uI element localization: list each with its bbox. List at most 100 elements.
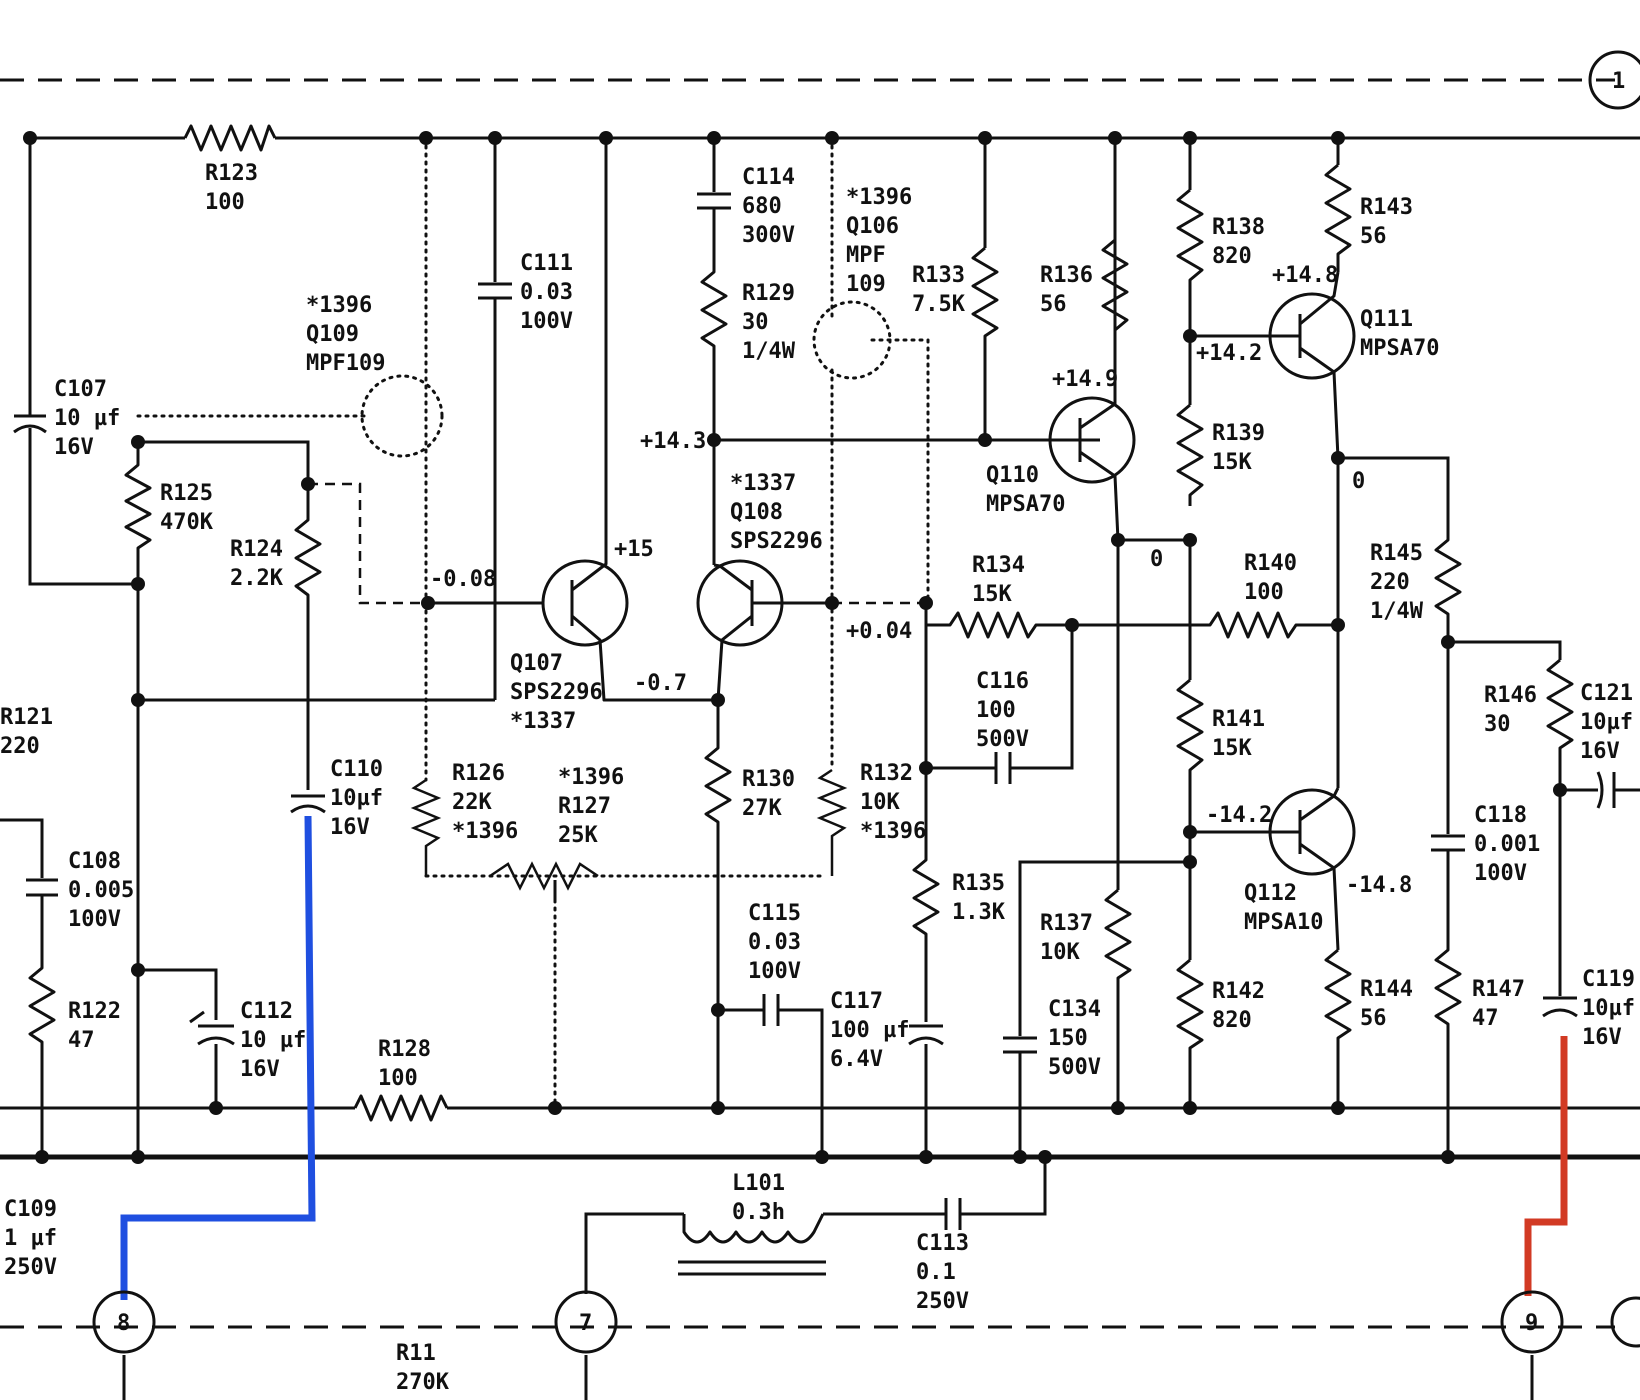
component-label-r137: R137 (1040, 911, 1093, 936)
transistor-q107 (541, 559, 629, 647)
component-label-c116: C116 (976, 669, 1029, 694)
voltage-label: +14.3 (640, 429, 706, 454)
component-label-r121: R121 (0, 705, 53, 730)
component-label-c111: 0.03 (520, 280, 573, 305)
resistor-r137 (1104, 888, 1132, 1108)
resistor-r129 (700, 208, 728, 440)
component-label-r123: 100 (205, 190, 245, 215)
resistor-r145 (1434, 530, 1462, 642)
component-label-c107: 16V (54, 435, 94, 460)
wire (960, 1157, 1047, 1216)
resistor-r144 (1324, 948, 1352, 1108)
component-label-c134: 500V (1048, 1055, 1101, 1080)
wire (1018, 860, 1190, 1036)
capacitor-c121 (1596, 771, 1640, 809)
resistor-r138 (1176, 188, 1204, 405)
transistor-q112 (1268, 788, 1356, 876)
wire-bias-dashed (308, 482, 428, 605)
component-label-c119: C119 (1582, 967, 1635, 992)
resistor-r140 (1072, 611, 1338, 639)
component-label-c111: C111 (520, 251, 573, 276)
voltage-label: 0 (1150, 547, 1163, 572)
component-label-c109: 1 µf (4, 1226, 57, 1251)
component-label-c114: 680 (742, 194, 782, 219)
resistor-r125 (124, 442, 152, 584)
component-label-r123: R123 (205, 161, 258, 186)
component-label-r140: R140 (1244, 551, 1297, 576)
component-label-q107: *1337 (510, 709, 576, 734)
component-label-q110: MPSA70 (986, 492, 1065, 517)
component-label-c112: 10 µf (240, 1028, 306, 1053)
component-label-c115: 0.03 (748, 930, 801, 955)
component-label-q107: SPS2296 (510, 680, 603, 705)
component-label-c115: C115 (748, 901, 801, 926)
resistor-r147 (1434, 850, 1462, 1157)
component-label-c110: 16V (330, 815, 370, 840)
component-label-r134: 15K (972, 582, 1012, 607)
component-label-c118: 100V (1474, 861, 1527, 886)
component-label-c117: C117 (830, 989, 883, 1014)
connector-9 (1500, 1290, 1564, 1354)
component-label-c114: C114 (742, 165, 795, 190)
potentiometer-r127 (489, 861, 599, 891)
component-label-c108: C108 (68, 849, 121, 874)
resistor-r139 (1176, 403, 1204, 506)
q112-collector (1299, 787, 1340, 822)
q110-emitter (1079, 450, 1120, 541)
component-label-c108: 100V (68, 907, 121, 932)
fet-q109 (360, 374, 444, 458)
wire (1010, 625, 1074, 770)
component-label-c115: 100V (748, 959, 801, 984)
connector-number: 1 (1612, 69, 1625, 94)
wire (1338, 456, 1450, 530)
component-label-c114: 300V (742, 223, 795, 248)
component-label-r145: R145 (1370, 541, 1423, 566)
component-label-r132: *1396 (860, 819, 926, 844)
component-label-r133: 7.5K (912, 292, 966, 317)
component-label-q112: Q112 (1244, 881, 1297, 906)
component-label-q106: Q106 (846, 214, 899, 239)
connector-8 (92, 1290, 156, 1354)
component-label-r136: R136 (1040, 263, 1093, 288)
component-label-r145: 220 (1370, 570, 1410, 595)
voltage-label: -14.8 (1346, 873, 1412, 898)
connector-7 (554, 1290, 618, 1354)
component-label-r134: R134 (972, 553, 1025, 578)
component-label-r122: R122 (68, 999, 121, 1024)
resistor-r141 (1176, 678, 1204, 960)
component-label-r137: 10K (1040, 940, 1080, 965)
component-label-c119: 16V (1582, 1025, 1622, 1050)
component-label-q106: *1396 (846, 185, 912, 210)
component-label-r127: R127 (558, 794, 611, 819)
inductor-l101 (682, 1213, 825, 1244)
component-label-c121: 10µf (1580, 710, 1633, 735)
junction-dots (23, 131, 1567, 1164)
resistor-r123 (183, 124, 277, 152)
resistor-r128 (353, 1094, 449, 1122)
wire (0, 818, 44, 878)
component-label-c134: C134 (1048, 997, 1101, 1022)
component-label-q106: MPF (846, 243, 886, 268)
component-label-r127: *1396 (558, 765, 624, 790)
component-label-r122: 47 (68, 1028, 95, 1053)
component-label-r124: R124 (230, 537, 283, 562)
component-label-q107: Q107 (510, 651, 563, 676)
wire (584, 1212, 684, 1294)
component-label-c117: 100 µf (830, 1018, 909, 1043)
component-label-r136: 56 (1040, 292, 1067, 317)
component-label-c113: 250V (916, 1289, 969, 1314)
component-label-q109: MPF109 (306, 351, 385, 376)
component-label-c121: 16V (1580, 739, 1620, 764)
component-label-c109: 250V (4, 1255, 57, 1280)
component-label-r146: 30 (1484, 712, 1511, 737)
component-label-r126: R126 (452, 761, 505, 786)
wire (1448, 640, 1562, 660)
component-label-c107: C107 (54, 377, 107, 402)
connector-partial (1610, 1296, 1640, 1348)
component-label-r142: R142 (1212, 979, 1265, 1004)
connector-number: 8 (117, 1311, 130, 1336)
wire (28, 428, 138, 586)
component-label-l101: L101 (732, 1171, 785, 1196)
voltage-label: +14.9 (1052, 367, 1118, 392)
